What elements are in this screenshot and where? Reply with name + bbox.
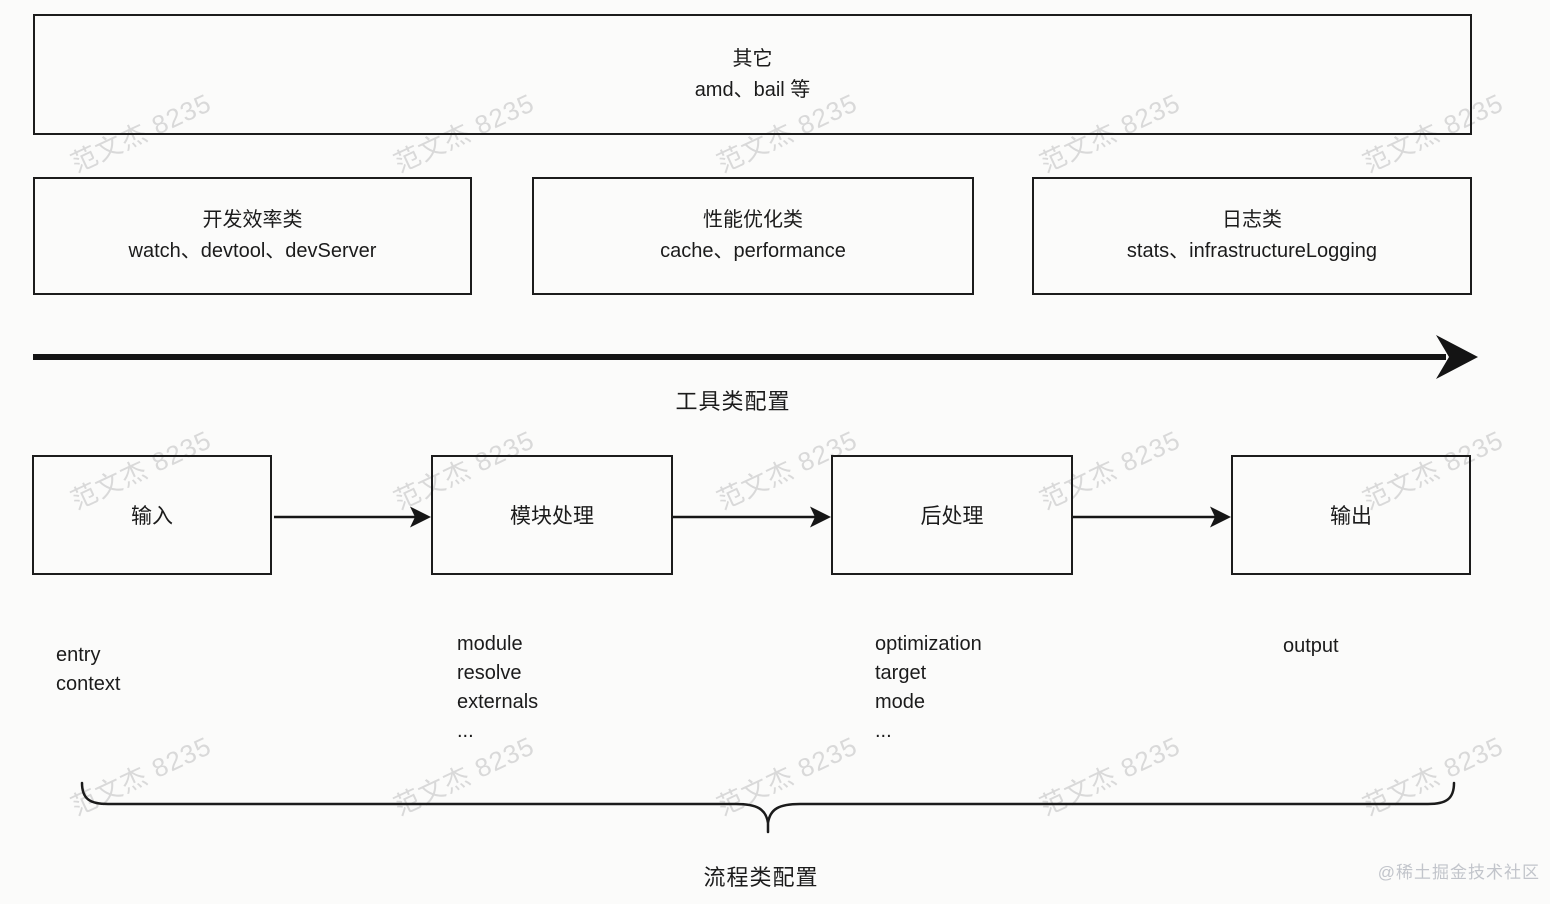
flow-axis-label: 流程类配置 [703,865,819,890]
watermark: 范文杰 8235 [712,730,862,822]
misc-box-items: amd、bail 等 [694,78,811,101]
flow-box-post-processing: 后处理 [831,455,1073,575]
config-item: optimization [875,633,982,655]
tool-box-performance: 性能优化类 cache、performance [532,177,974,295]
config-item: entry [56,644,101,666]
config-item: target [875,662,927,684]
tool-box-title: 日志类 [1222,209,1282,231]
flow-box-label: 输出 [1330,505,1372,528]
tool-box-dev-efficiency: 开发效率类 watch、devtool、devServer [33,177,472,295]
config-item: module [457,633,523,655]
flow-box-label: 后处理 [920,505,984,528]
config-item: mode [875,691,926,713]
config-list-post: optimization target mode ... [875,630,982,746]
tool-box-title: 性能优化类 [703,209,803,231]
flow-box-module-processing: 模块处理 [431,455,673,575]
config-item: output [1283,635,1339,657]
watermark: 范文杰 8235 [66,730,216,822]
config-item: externals [457,691,539,713]
config-item: ... [457,720,474,742]
misc-config-box: 其它 amd、bail 等 [33,14,1472,135]
flow-arrow-2 [673,506,831,528]
juejin-credit: @稀土掘金技术社区 [1377,863,1540,882]
flow-box-label: 输入 [131,505,173,528]
tool-box-items: cache、performance [660,240,846,262]
flow-arrow-3 [1073,506,1231,528]
tool-box-logging: 日志类 stats、infrastructureLogging [1032,177,1472,295]
config-item: resolve [457,662,522,684]
tool-box-items: stats、infrastructureLogging [1126,240,1378,262]
config-list-module: module resolve externals ... [457,630,538,746]
config-list-input: entry context [56,641,120,699]
watermark: 范文杰 8235 [1035,730,1185,822]
config-list-output: output [1283,632,1339,661]
config-item: context [56,673,121,695]
tool-box-title: 开发效率类 [202,209,303,231]
misc-box-title: 其它 [732,47,773,70]
flow-box-label: 模块处理 [510,505,594,528]
tool-axis-arrow [33,335,1478,379]
tool-box-items: watch、devtool、devServer [128,240,377,262]
config-item: ... [875,720,892,742]
watermark: 范文杰 8235 [1358,730,1508,822]
flow-box-input: 输入 [32,455,272,575]
tool-axis-label: 工具类配置 [675,389,791,414]
flow-box-output: 输出 [1231,455,1471,575]
